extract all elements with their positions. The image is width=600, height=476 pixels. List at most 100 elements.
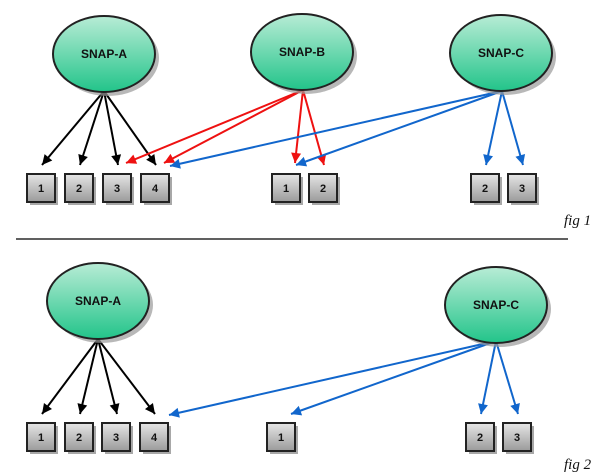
snap-node-a: SNAP-A — [52, 15, 159, 96]
target-box-rect — [139, 422, 169, 452]
arrowhead-icon — [170, 158, 181, 169]
fig1-caption: fig 1 — [564, 213, 591, 229]
target-box-a1: 1 — [26, 173, 58, 205]
edge-C-A4 — [169, 90, 503, 167]
snap-node-label: SNAP-A — [75, 294, 121, 308]
arrowhead-icon — [164, 153, 176, 163]
target-box-b1: 1 — [266, 422, 298, 454]
snap-node-ellipse — [449, 14, 553, 92]
target-box-label: 4 — [151, 432, 158, 444]
edges-layer — [41, 89, 526, 418]
fig1-nodes: SNAP-A SNAP-B SNAP-C 1 2 3 4 1 2 2 3 — [26, 13, 556, 205]
snap-node-label: SNAP-A — [81, 47, 127, 61]
arrowhead-icon — [510, 402, 520, 414]
snap-node-c: SNAP-C — [444, 266, 551, 347]
target-box-c3: 3 — [507, 173, 539, 205]
snap-node-label: SNAP-C — [478, 46, 524, 60]
target-box-c2: 2 — [465, 422, 497, 454]
snap-node-ellipse — [52, 15, 156, 93]
target-box-label: 1 — [38, 183, 44, 195]
arrowhead-icon — [126, 154, 138, 164]
target-box-label: 1 — [38, 432, 44, 444]
target-box-label: 4 — [152, 183, 159, 195]
arrowhead-icon — [77, 403, 88, 414]
target-box-label: 3 — [519, 183, 525, 195]
fig2-edges — [41, 338, 520, 418]
target-box-rect — [102, 173, 132, 203]
target-box-b1: 1 — [271, 173, 303, 205]
target-box-a3: 3 — [102, 173, 134, 205]
target-box-rect — [140, 173, 170, 203]
edge-A-A3 — [97, 338, 118, 415]
snap-node-label: SNAP-B — [279, 45, 325, 59]
edge-B-B2 — [302, 89, 325, 166]
arrowhead-icon — [515, 154, 526, 165]
target-box-label: 3 — [113, 432, 119, 444]
fig1-edges — [41, 89, 526, 169]
target-box-label: 1 — [278, 432, 284, 444]
snap-node-ellipse — [46, 262, 150, 340]
edge-B-A4 — [163, 89, 304, 164]
edge-C-C3 — [501, 90, 524, 166]
edge-C-C3 — [495, 340, 519, 415]
arrowhead-icon — [291, 152, 302, 163]
arrowhead-icon — [144, 403, 155, 414]
target-box-label: 1 — [283, 183, 289, 195]
target-box-c2: 2 — [470, 173, 502, 205]
arrowhead-icon — [483, 154, 494, 165]
snap-node-b: SNAP-B — [250, 13, 357, 94]
target-box-a3: 3 — [101, 422, 133, 454]
edge-B-A3 — [125, 89, 304, 164]
target-box-a2: 2 — [64, 422, 96, 454]
target-box-rect — [26, 422, 56, 452]
target-box-b2: 2 — [308, 173, 340, 205]
target-box-rect — [26, 173, 56, 203]
target-box-rect — [470, 173, 500, 203]
edge-A-A3 — [103, 90, 119, 166]
arrowhead-icon — [109, 403, 120, 414]
target-box-a4: 4 — [140, 173, 172, 205]
edge-C-B1 — [295, 90, 503, 166]
arrowhead-icon — [478, 403, 488, 414]
target-box-rect — [507, 173, 537, 203]
edge-A-A1 — [41, 338, 99, 415]
snap-node-ellipse — [250, 13, 354, 91]
snap-node-ellipse — [444, 266, 548, 344]
target-box-rect — [308, 173, 338, 203]
arrowhead-icon — [42, 402, 52, 414]
edge-C-B1 — [290, 340, 497, 415]
snap-node-a: SNAP-A — [46, 262, 153, 343]
edge-C-A4 — [168, 340, 497, 416]
edge-A-A2 — [79, 338, 99, 415]
arrowhead-icon — [42, 154, 53, 165]
target-box-a4: 4 — [139, 422, 171, 454]
target-box-c3: 3 — [502, 422, 534, 454]
target-box-rect — [502, 422, 532, 452]
edge-A-A2 — [79, 90, 105, 166]
target-box-label: 2 — [482, 183, 488, 195]
target-box-rect — [266, 422, 296, 452]
edge-C-C2 — [485, 90, 503, 166]
arrowhead-icon — [296, 156, 308, 167]
edge-A-A4 — [103, 90, 157, 166]
edge-A-A4 — [97, 338, 156, 415]
fig2-nodes: SNAP-A SNAP-C 1 2 3 4 1 2 3 — [26, 262, 551, 454]
target-box-rect — [64, 422, 94, 452]
target-box-label: 3 — [514, 432, 520, 444]
edge-C-C2 — [480, 340, 497, 415]
target-box-label: 3 — [114, 183, 120, 195]
target-box-label: 2 — [76, 432, 82, 444]
target-box-a1: 1 — [26, 422, 58, 454]
snap-node-label: SNAP-C — [473, 298, 519, 312]
target-box-a2: 2 — [64, 173, 96, 205]
target-box-rect — [465, 422, 495, 452]
arrowhead-icon — [291, 405, 303, 416]
target-box-label: 2 — [320, 183, 326, 195]
target-box-rect — [271, 173, 301, 203]
arrowhead-icon — [146, 153, 156, 165]
target-box-label: 2 — [76, 183, 82, 195]
arrowhead-icon — [169, 407, 180, 418]
